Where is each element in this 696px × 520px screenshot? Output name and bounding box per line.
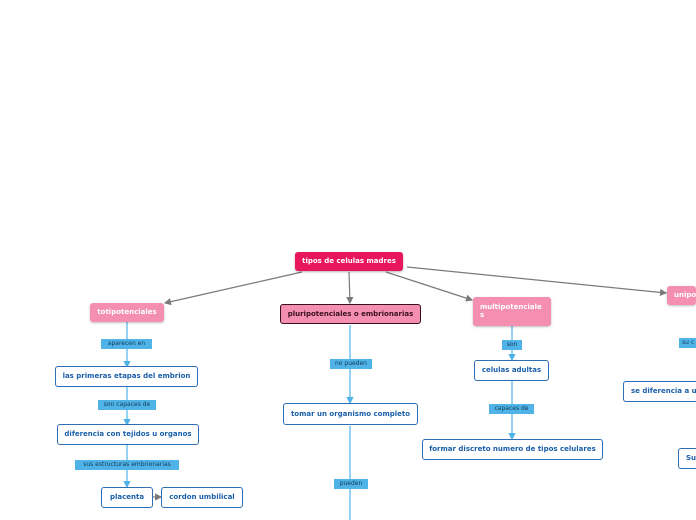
node-formar-discreto[interactable]: formar discreto numero de tipos celulare… bbox=[422, 439, 603, 460]
tag-son-capaces-de[interactable]: son capaces de bbox=[98, 400, 156, 410]
node-diferencia-tejidos-label: diferencia con tejidos u organos bbox=[64, 430, 192, 438]
tag-son[interactable]: son bbox=[502, 340, 522, 350]
node-se-diferencia-label: se diferencia a u bbox=[631, 387, 696, 395]
connector-root-unipotenciales bbox=[406, 266, 668, 296]
tag-no-pueden[interactable]: no pueden bbox=[330, 359, 372, 369]
node-celulas-adultas[interactable]: celulas adultas bbox=[474, 360, 549, 381]
unipotenciales-node[interactable]: unipo bbox=[667, 286, 696, 305]
tag-son-capaces-de-label: son capaces de bbox=[103, 401, 151, 408]
node-su-label: Su bbox=[686, 454, 696, 462]
tag-aparecen-en[interactable]: aparecen en bbox=[101, 339, 152, 349]
multipotenciales-label-line2: s bbox=[480, 311, 485, 319]
multipotenciales-label-line1: multipotenciale bbox=[480, 303, 542, 311]
node-tomar-organismo-label: tomar un organismo completo bbox=[290, 409, 411, 418]
connector-root-multipotenciales bbox=[385, 271, 474, 302]
tag-unipotenciales-1-label: su c bbox=[682, 339, 695, 346]
totipotenciales-node[interactable]: totipotenciales bbox=[90, 303, 164, 322]
root-node[interactable]: tipos de celulas madres bbox=[295, 252, 403, 271]
tag-no-pueden-label: no pueden bbox=[335, 360, 367, 367]
node-cordon-umbilical-label: cordon umbilical bbox=[169, 493, 235, 501]
node-placenta[interactable]: placenta bbox=[101, 487, 153, 508]
node-celulas-adultas-label: celulas adultas bbox=[481, 366, 542, 374]
tag-pueden[interactable]: pueden bbox=[334, 479, 368, 489]
totipotenciales-label: totipotenciales bbox=[97, 308, 157, 316]
node-se-diferencia[interactable]: se diferencia a u bbox=[623, 381, 696, 402]
tag-unipotenciales-1[interactable]: su c bbox=[679, 338, 696, 348]
node-primeras-etapas[interactable]: las primeras etapas del embrion bbox=[55, 366, 198, 387]
tag-capaces-de-label: capaces de bbox=[494, 405, 529, 412]
pluripotenciales-label: pluripotenciales o embrionarias bbox=[287, 309, 414, 318]
tag-pueden-label: pueden bbox=[339, 480, 363, 487]
tag-capaces-de[interactable]: capaces de bbox=[489, 404, 534, 414]
tag-estructuras-embrionarias[interactable]: sus estructuras embrionarias bbox=[75, 460, 179, 470]
node-placenta-label: placenta bbox=[109, 493, 145, 501]
tag-estructuras-embrionarias-label: sus estructuras embrionarias bbox=[83, 461, 171, 468]
connector-root-pluripotenciales bbox=[346, 271, 354, 305]
node-cordon-umbilical[interactable]: cordon umbilical bbox=[161, 487, 243, 508]
tag-son-label: son bbox=[506, 341, 518, 348]
node-formar-discreto-label: formar discreto numero de tipos celulare… bbox=[429, 445, 596, 453]
root-label: tipos de celulas madres bbox=[302, 257, 396, 265]
pluripotenciales-node[interactable]: pluripotenciales o embrionarias bbox=[280, 304, 421, 324]
connector-root-totipotenciales bbox=[163, 271, 303, 306]
unipotenciales-label: unipo bbox=[674, 291, 696, 299]
node-primeras-etapas-label: las primeras etapas del embrion bbox=[62, 372, 191, 380]
node-tomar-organismo[interactable]: tomar un organismo completo bbox=[283, 403, 418, 425]
tag-aparecen-en-label: aparecen en bbox=[107, 340, 146, 347]
node-su[interactable]: Su bbox=[678, 448, 696, 469]
node-diferencia-tejidos[interactable]: diferencia con tejidos u organos bbox=[57, 424, 199, 445]
